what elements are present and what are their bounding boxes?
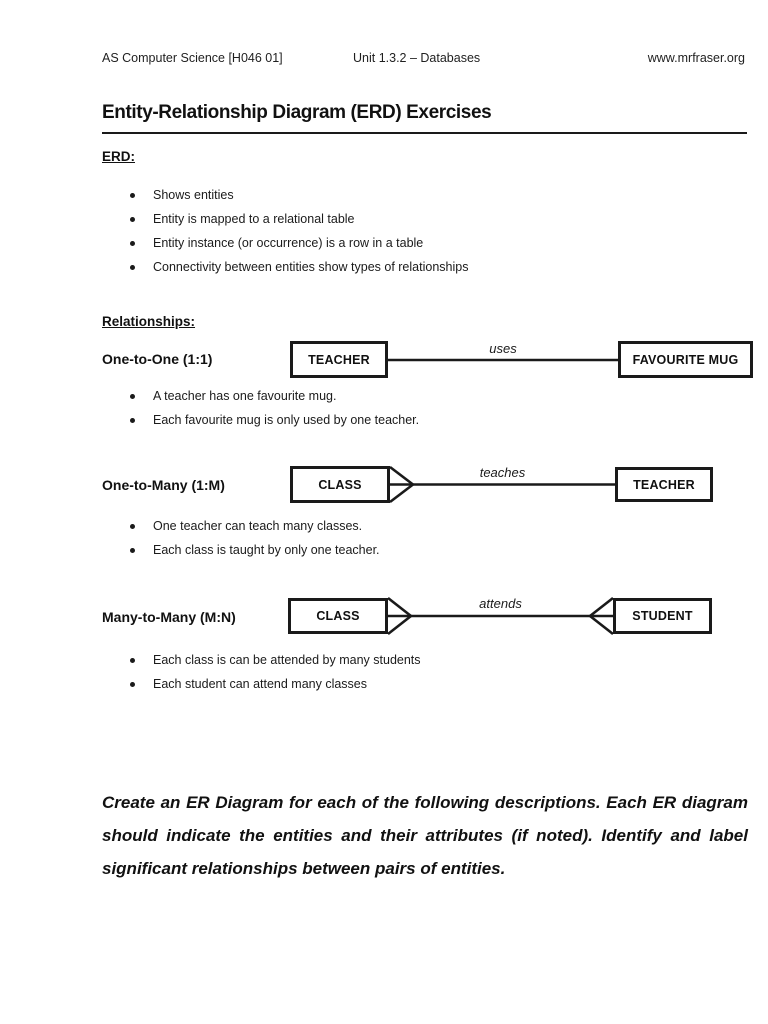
page-title: Entity-Relationship Diagram (ERD) Exerci… bbox=[102, 102, 492, 123]
entity-label: STUDENT bbox=[632, 609, 693, 623]
entity-box-class: CLASS bbox=[290, 466, 390, 503]
erd-section-heading: ERD: bbox=[102, 149, 135, 164]
bullet-icon bbox=[130, 658, 135, 663]
crow-foot-many-icon bbox=[387, 596, 412, 636]
entity-label: CLASS bbox=[318, 477, 362, 492]
many-to-many-connector bbox=[387, 596, 614, 636]
relationship-type-label: Many-to-Many (M:N) bbox=[102, 609, 236, 625]
relationships-section-heading: Relationships: bbox=[102, 314, 196, 329]
header-website: www.mrfraser.org bbox=[647, 51, 745, 65]
one-to-many-connector bbox=[389, 465, 615, 504]
bullet-icon bbox=[130, 217, 135, 222]
list-item: Each class is can be attended by many st… bbox=[130, 652, 421, 669]
bullet-icon bbox=[130, 265, 135, 270]
entity-label: CLASS bbox=[316, 609, 360, 623]
entity-box-teacher: TEACHER bbox=[615, 467, 713, 502]
title-divider bbox=[102, 132, 747, 134]
relationship-verb: attends bbox=[479, 596, 522, 611]
bullet-icon bbox=[130, 394, 135, 399]
list-item: Entity is mapped to a relational table bbox=[130, 211, 355, 228]
one-to-one-connector-line bbox=[388, 358, 618, 362]
erd-bullet-text: Entity is mapped to a relational table bbox=[153, 212, 355, 226]
entity-box-favourite-mug: FAVOURITE MUG bbox=[618, 341, 753, 378]
erd-bullet-text: Shows entities bbox=[153, 188, 234, 202]
entity-label: FAVOURITE MUG bbox=[632, 352, 739, 367]
relationship-verb: teaches bbox=[479, 465, 526, 480]
entity-box-class: CLASS bbox=[288, 598, 388, 634]
list-item: One teacher can teach many classes. bbox=[130, 518, 362, 535]
entity-box-teacher: TEACHER bbox=[290, 341, 388, 378]
list-item: Shows entities bbox=[130, 187, 234, 204]
bullet-icon bbox=[130, 418, 135, 423]
relationship-bullet-text: Each class is can be attended by many st… bbox=[153, 653, 421, 667]
list-item: Entity instance (or occurrence) is a row… bbox=[130, 235, 423, 252]
crow-foot-many-icon bbox=[589, 596, 614, 636]
entity-label: TEACHER bbox=[633, 477, 695, 492]
list-item: A teacher has one favourite mug. bbox=[130, 388, 336, 405]
bullet-icon bbox=[130, 548, 135, 553]
relationship-type-label: One-to-One (1:1) bbox=[102, 351, 213, 367]
relationship-bullet-text: A teacher has one favourite mug. bbox=[153, 389, 337, 403]
exercise-instructions: Create an ER Diagram for each of the fol… bbox=[102, 793, 748, 878]
relationship-verb: uses bbox=[489, 341, 517, 356]
crow-foot-many-icon bbox=[389, 465, 414, 504]
list-item: Each student can attend many classes bbox=[130, 676, 367, 693]
header-unit: Unit 1.3.2 – Databases bbox=[353, 51, 481, 65]
list-item: Connectivity between entities show types… bbox=[130, 259, 468, 276]
list-item: Each class is taught by only one teacher… bbox=[130, 542, 380, 559]
list-item: Each favourite mug is only used by one t… bbox=[130, 412, 419, 429]
relationship-bullet-text: One teacher can teach many classes. bbox=[153, 519, 363, 533]
erd-bullet-text: Connectivity between entities show types… bbox=[153, 260, 469, 274]
bullet-icon bbox=[130, 193, 135, 198]
entity-box-student: STUDENT bbox=[613, 598, 712, 634]
erd-bullet-text: Entity instance (or occurrence) is a row… bbox=[153, 236, 424, 250]
relationship-type-label: One-to-Many (1:M) bbox=[102, 477, 225, 493]
entity-label: TEACHER bbox=[308, 352, 370, 367]
header-course-code: AS Computer Science [H046 01] bbox=[102, 51, 283, 65]
relationship-bullet-text: Each class is taught by only one teacher… bbox=[153, 543, 380, 557]
bullet-icon bbox=[130, 682, 135, 687]
relationship-bullet-text: Each favourite mug is only used by one t… bbox=[153, 413, 420, 427]
bullet-icon bbox=[130, 241, 135, 246]
relationship-bullet-text: Each student can attend many classes bbox=[153, 677, 368, 691]
bullet-icon bbox=[130, 524, 135, 529]
